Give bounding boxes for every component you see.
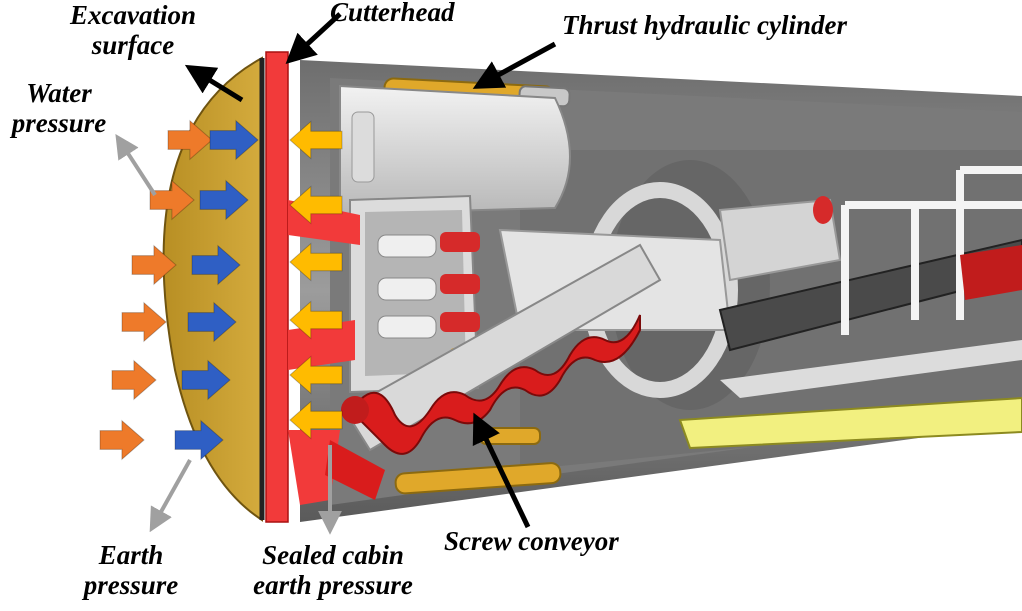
earth-pressure-label-line1: Earth <box>98 540 164 570</box>
earth-pressure-arrow <box>131 244 177 286</box>
excavation-surface-label: Excavation surface <box>58 0 208 60</box>
water-pressure-leader <box>115 133 157 197</box>
water-pressure-arrow <box>191 244 241 286</box>
sealed-cabin-label-line2: earth pressure <box>253 570 413 600</box>
chamber-pressure-arrow <box>289 300 343 340</box>
screw-conveyor-leader <box>472 412 531 529</box>
earth-pressure-arrow <box>111 359 157 401</box>
cutterhead-label: Cutterhead <box>330 0 455 27</box>
excavation-surface-label-line2: surface <box>91 30 175 60</box>
water-pressure-arrow <box>209 119 259 161</box>
water-pressure-arrow <box>174 419 224 461</box>
chamber-pressure-arrow <box>289 120 343 160</box>
earth-pressure-arrow <box>167 119 213 161</box>
earth-pressure-leader <box>149 459 192 533</box>
earth-pressure-arrow <box>99 419 145 461</box>
water-pressure-label: Water pressure <box>0 78 118 138</box>
chamber-pressure-arrow <box>289 242 343 282</box>
excavation-surface-leader <box>184 64 244 103</box>
earth-pressure-arrow <box>121 301 167 343</box>
water-pressure-label-line2: pressure <box>11 108 107 138</box>
thrust-cylinder-label: Thrust hydraulic cylinder <box>562 10 848 40</box>
sealed-cabin-label: Sealed cabin earth pressure <box>240 540 426 600</box>
chamber-pressure-arrow <box>289 355 343 395</box>
water-pressure-arrow <box>187 301 237 343</box>
thrust-cylinder-leader <box>472 41 557 89</box>
excavation-surface-label-line1: Excavation <box>70 0 196 30</box>
earth-pressure-label-line2: pressure <box>83 570 179 600</box>
water-pressure-label-line1: Water <box>26 78 92 108</box>
screw-conveyor <box>325 243 662 500</box>
main-drive-motor <box>339 84 571 216</box>
excavation-surface <box>162 56 265 522</box>
screw-conveyor-label: Screw conveyor <box>444 526 619 556</box>
cutterhead-leader <box>285 12 342 65</box>
water-pressure-arrow <box>181 359 231 401</box>
chamber-pressure-arrow <box>289 400 343 440</box>
pressure-arrows <box>99 119 343 461</box>
earth-pressure-label: Earth pressure <box>66 540 196 600</box>
earth-pressure-arrow <box>149 179 195 221</box>
sealed-cabin-label-line1: Sealed cabin <box>262 540 404 570</box>
water-pressure-arrow <box>199 179 249 221</box>
label-leaders <box>115 12 557 535</box>
chamber-pressure-arrow <box>289 185 343 225</box>
belt-conveyor-gantry <box>678 166 1022 450</box>
